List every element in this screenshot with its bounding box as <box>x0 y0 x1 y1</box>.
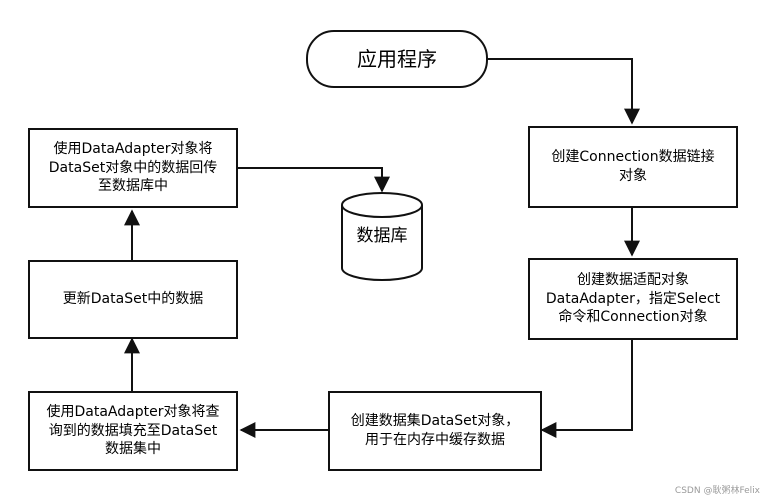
node-create-dataset: 创建数据集DataSet对象， 用于在内存中缓存数据 <box>328 391 542 471</box>
node-fill-dataset: 使用DataAdapter对象将查 询到的数据填充至DataSet 数据集中 <box>28 391 238 471</box>
node-app: 应用程序 <box>306 30 488 88</box>
database-label: 数据库 <box>356 225 408 246</box>
database-cylinder <box>341 192 423 281</box>
arrow-adapter-to-dataset <box>540 340 633 438</box>
watermark: CSDN @耿粥林Felix <box>674 486 760 496</box>
arrow-writeback-to-database <box>237 167 390 193</box>
node-update-dataset: 更新DataSet中的数据 <box>28 260 238 339</box>
node-create-adapter: 创建数据适配对象 DataAdapter，指定Select 命令和Connect… <box>528 258 738 340</box>
node-create-connection: 创建Connection数据链接 对象 <box>528 126 738 208</box>
arrow-app-to-connection <box>488 58 640 125</box>
node-write-back: 使用DataAdapter对象将 DataSet对象中的数据回传 至数据库中 <box>28 128 238 208</box>
